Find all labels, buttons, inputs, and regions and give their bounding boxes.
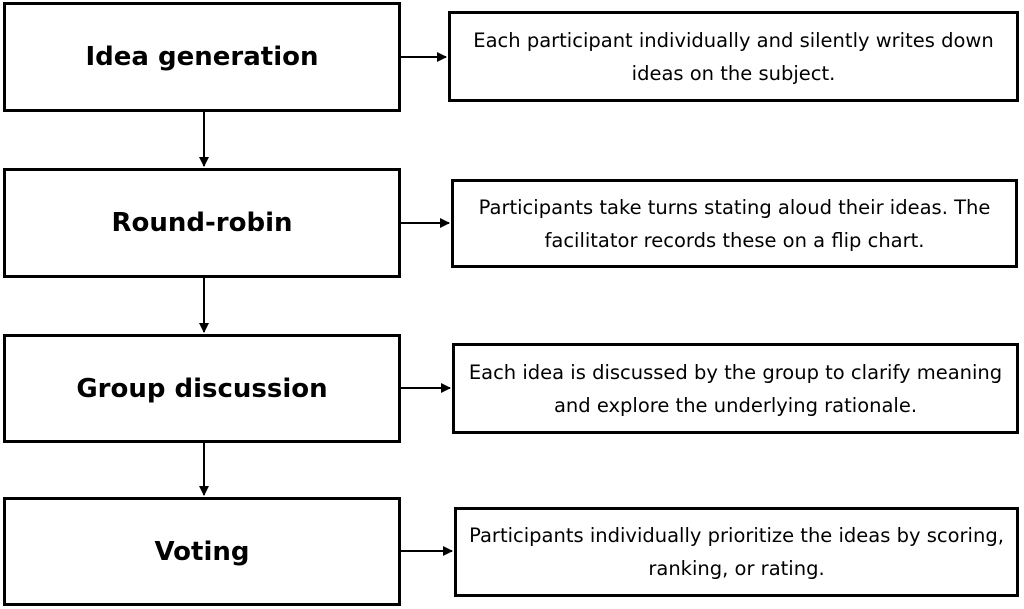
step-title: Voting bbox=[154, 536, 250, 567]
step-title: Idea generation bbox=[85, 42, 319, 72]
step-box-group-discussion: Group discussion bbox=[3, 334, 401, 443]
step-description-box: Each participant individually and silent… bbox=[448, 11, 1019, 102]
step-description-box: Participants individually prioritize the… bbox=[454, 507, 1019, 597]
step-box-voting: Voting bbox=[3, 497, 401, 606]
step-description: Participants take turns stating aloud th… bbox=[478, 195, 991, 252]
step-description: Each idea is discussed by the group to c… bbox=[468, 360, 1003, 417]
step-description: Each participant individually and silent… bbox=[473, 28, 994, 85]
step-description-box: Each idea is discussed by the group to c… bbox=[452, 343, 1019, 434]
step-box-idea-generation: Idea generation bbox=[3, 2, 401, 112]
step-title: Group discussion bbox=[76, 373, 328, 404]
step-title: Round-robin bbox=[111, 208, 293, 238]
step-box-round-robin: Round-robin bbox=[3, 168, 401, 278]
step-description-box: Participants take turns stating aloud th… bbox=[451, 179, 1018, 268]
step-description: Participants individually prioritize the… bbox=[469, 524, 1004, 580]
